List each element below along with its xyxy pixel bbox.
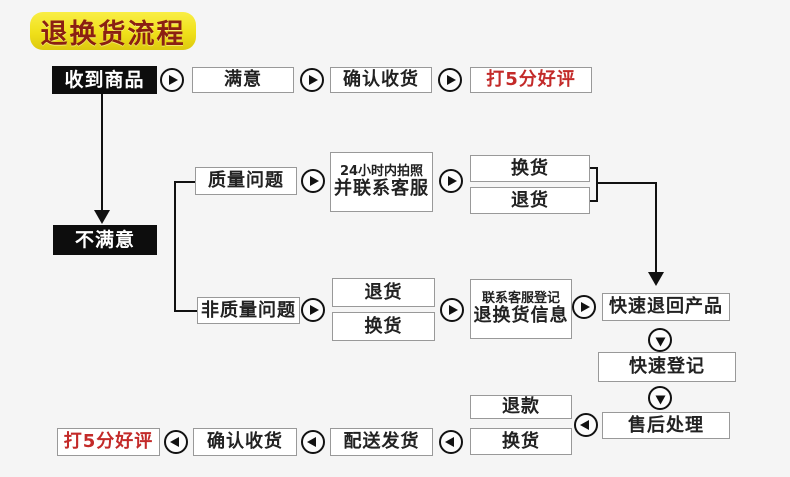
triangle-glyph	[447, 75, 456, 85]
contact-register-line1: 联系客服登记	[481, 290, 560, 306]
arrow-right-circle-icon	[301, 298, 325, 322]
triangle-glyph	[309, 75, 318, 85]
node-confirm-receipt-top: 确认收货	[330, 67, 432, 93]
triangle-glyph	[449, 305, 458, 315]
bracket-branch-bottom-stub	[174, 310, 197, 312]
arrow-down-circle-icon	[648, 386, 672, 410]
bracket-right-vertical	[596, 167, 598, 202]
triangle-glyph	[310, 305, 319, 315]
node-unsatisfied: 不满意	[53, 225, 157, 255]
node-fast-register: 快速登记	[598, 352, 736, 382]
node-exchange-nonquality: 换货	[332, 312, 435, 341]
arrow-left-circle-icon	[574, 413, 598, 437]
contact-register-line2: 退换货信息	[473, 305, 569, 327]
triangle-glyph	[655, 395, 665, 404]
arrow-head-down	[648, 272, 664, 286]
photo-24h-line2: 并联系客服	[334, 178, 429, 200]
arrow-right-circle-icon	[439, 169, 463, 193]
bracket-branch-top-stub	[174, 181, 195, 183]
node-confirm-receipt-bottom: 确认收货	[193, 428, 297, 456]
node-received-goods: 收到商品	[52, 66, 157, 94]
arrow-left-circle-icon	[301, 430, 325, 454]
node-five-star-review-top: 打5分好评	[470, 67, 592, 93]
arrow-right-circle-icon	[300, 68, 324, 92]
node-exchange-bottom: 换货	[470, 428, 572, 455]
node-refund: 退款	[470, 395, 572, 419]
node-photo-24h-contact-service: 24小时内拍照 并联系客服	[330, 152, 433, 212]
arrow-left-circle-icon	[164, 430, 188, 454]
photo-24h-line1: 24小时内拍照	[339, 163, 424, 179]
bracket-right-bottom-stub	[590, 200, 598, 202]
triangle-glyph	[307, 437, 316, 447]
connector-received-to-unsatisfied	[101, 94, 103, 210]
triangle-glyph	[169, 75, 178, 85]
arrow-left-circle-icon	[439, 430, 463, 454]
node-quality-issue: 质量问题	[195, 167, 297, 195]
triangle-glyph	[445, 437, 454, 447]
node-aftersale-processing: 售后处理	[602, 412, 730, 439]
connector-horizontal-to-fast-return	[598, 182, 656, 184]
node-contact-service-register: 联系客服登记 退换货信息	[470, 279, 572, 339]
arrow-right-circle-icon	[301, 169, 325, 193]
page-title: 退换货流程	[30, 12, 196, 50]
connector-vertical-to-fast-return	[655, 182, 657, 273]
bracket-branch-vertical	[174, 181, 176, 312]
arrow-right-circle-icon	[440, 298, 464, 322]
arrow-right-circle-icon	[572, 295, 596, 319]
node-nonquality-issue: 非质量问题	[197, 297, 300, 324]
node-five-star-review-bottom: 打5分好评	[57, 428, 160, 456]
node-fast-return-product: 快速退回产品	[602, 293, 730, 321]
node-delivery-shipping: 配送发货	[330, 428, 433, 456]
triangle-glyph	[655, 337, 665, 346]
node-exchange-quality: 换货	[470, 155, 590, 182]
triangle-glyph	[580, 420, 589, 430]
node-return-nonquality: 退货	[332, 278, 435, 307]
node-return-quality: 退货	[470, 187, 590, 214]
triangle-glyph	[170, 437, 179, 447]
arrow-head-down	[94, 210, 110, 224]
bracket-right-top-stub	[590, 167, 598, 169]
node-satisfied: 满意	[192, 67, 294, 93]
arrow-right-circle-icon	[160, 68, 184, 92]
arrow-down-circle-icon	[648, 328, 672, 352]
arrow-right-circle-icon	[438, 68, 462, 92]
triangle-glyph	[448, 176, 457, 186]
triangle-glyph	[310, 176, 319, 186]
triangle-glyph	[581, 302, 590, 312]
